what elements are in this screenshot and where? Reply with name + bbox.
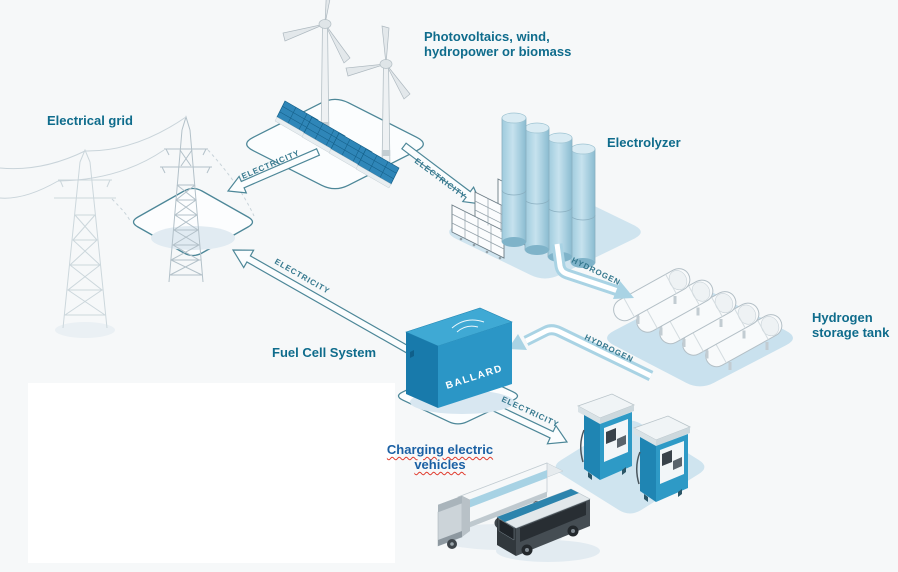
fuel-cell-group	[397, 307, 519, 425]
transmission-tower-icon	[54, 148, 116, 329]
charging-label: Charging electric vehicles	[377, 442, 503, 472]
bus-icon	[496, 488, 591, 556]
charging-label-line1: Charging electric	[386, 442, 494, 457]
renewables-label-line1: Photovoltaics, wind,	[424, 29, 550, 44]
hydrogen-arrow-storage-to-fuelcell	[508, 324, 654, 381]
hydrogen-arrow-electrolyzer-to-storage	[551, 243, 634, 299]
electrical-grid-group	[0, 115, 255, 338]
transmission-tower-icon	[160, 115, 212, 283]
white-patch	[28, 383, 395, 563]
charging-label-line2: vehicles	[414, 457, 466, 472]
fuel-cell-label: Fuel Cell System	[272, 345, 377, 360]
renewables-label-line2: hydropower or biomass	[424, 44, 572, 59]
electrolyzer-label: Electrolyzer	[607, 135, 681, 150]
truck-icon	[437, 462, 564, 549]
ballard-container	[405, 307, 513, 408]
renewables-label: Photovoltaics, wind, hydropower or bioma…	[424, 29, 571, 59]
electricity-arrow-renewables-to-grid	[226, 148, 321, 194]
charging-group	[437, 393, 705, 562]
electrical-grid-label: Electrical grid	[47, 113, 133, 128]
storage-label-line2: storage tank	[812, 325, 890, 340]
wind-turbine-icon	[345, 25, 411, 171]
hydrogen-storage-group	[607, 263, 793, 387]
electrolyzer-cylinders	[501, 112, 596, 268]
electrolyzer-group	[449, 112, 641, 279]
storage-label-line1: Hydrogen	[812, 310, 873, 325]
hydrogen-storage-label: Hydrogen storage tank	[812, 310, 889, 340]
electricity-arrow-fuelcell-to-grid	[231, 249, 415, 356]
